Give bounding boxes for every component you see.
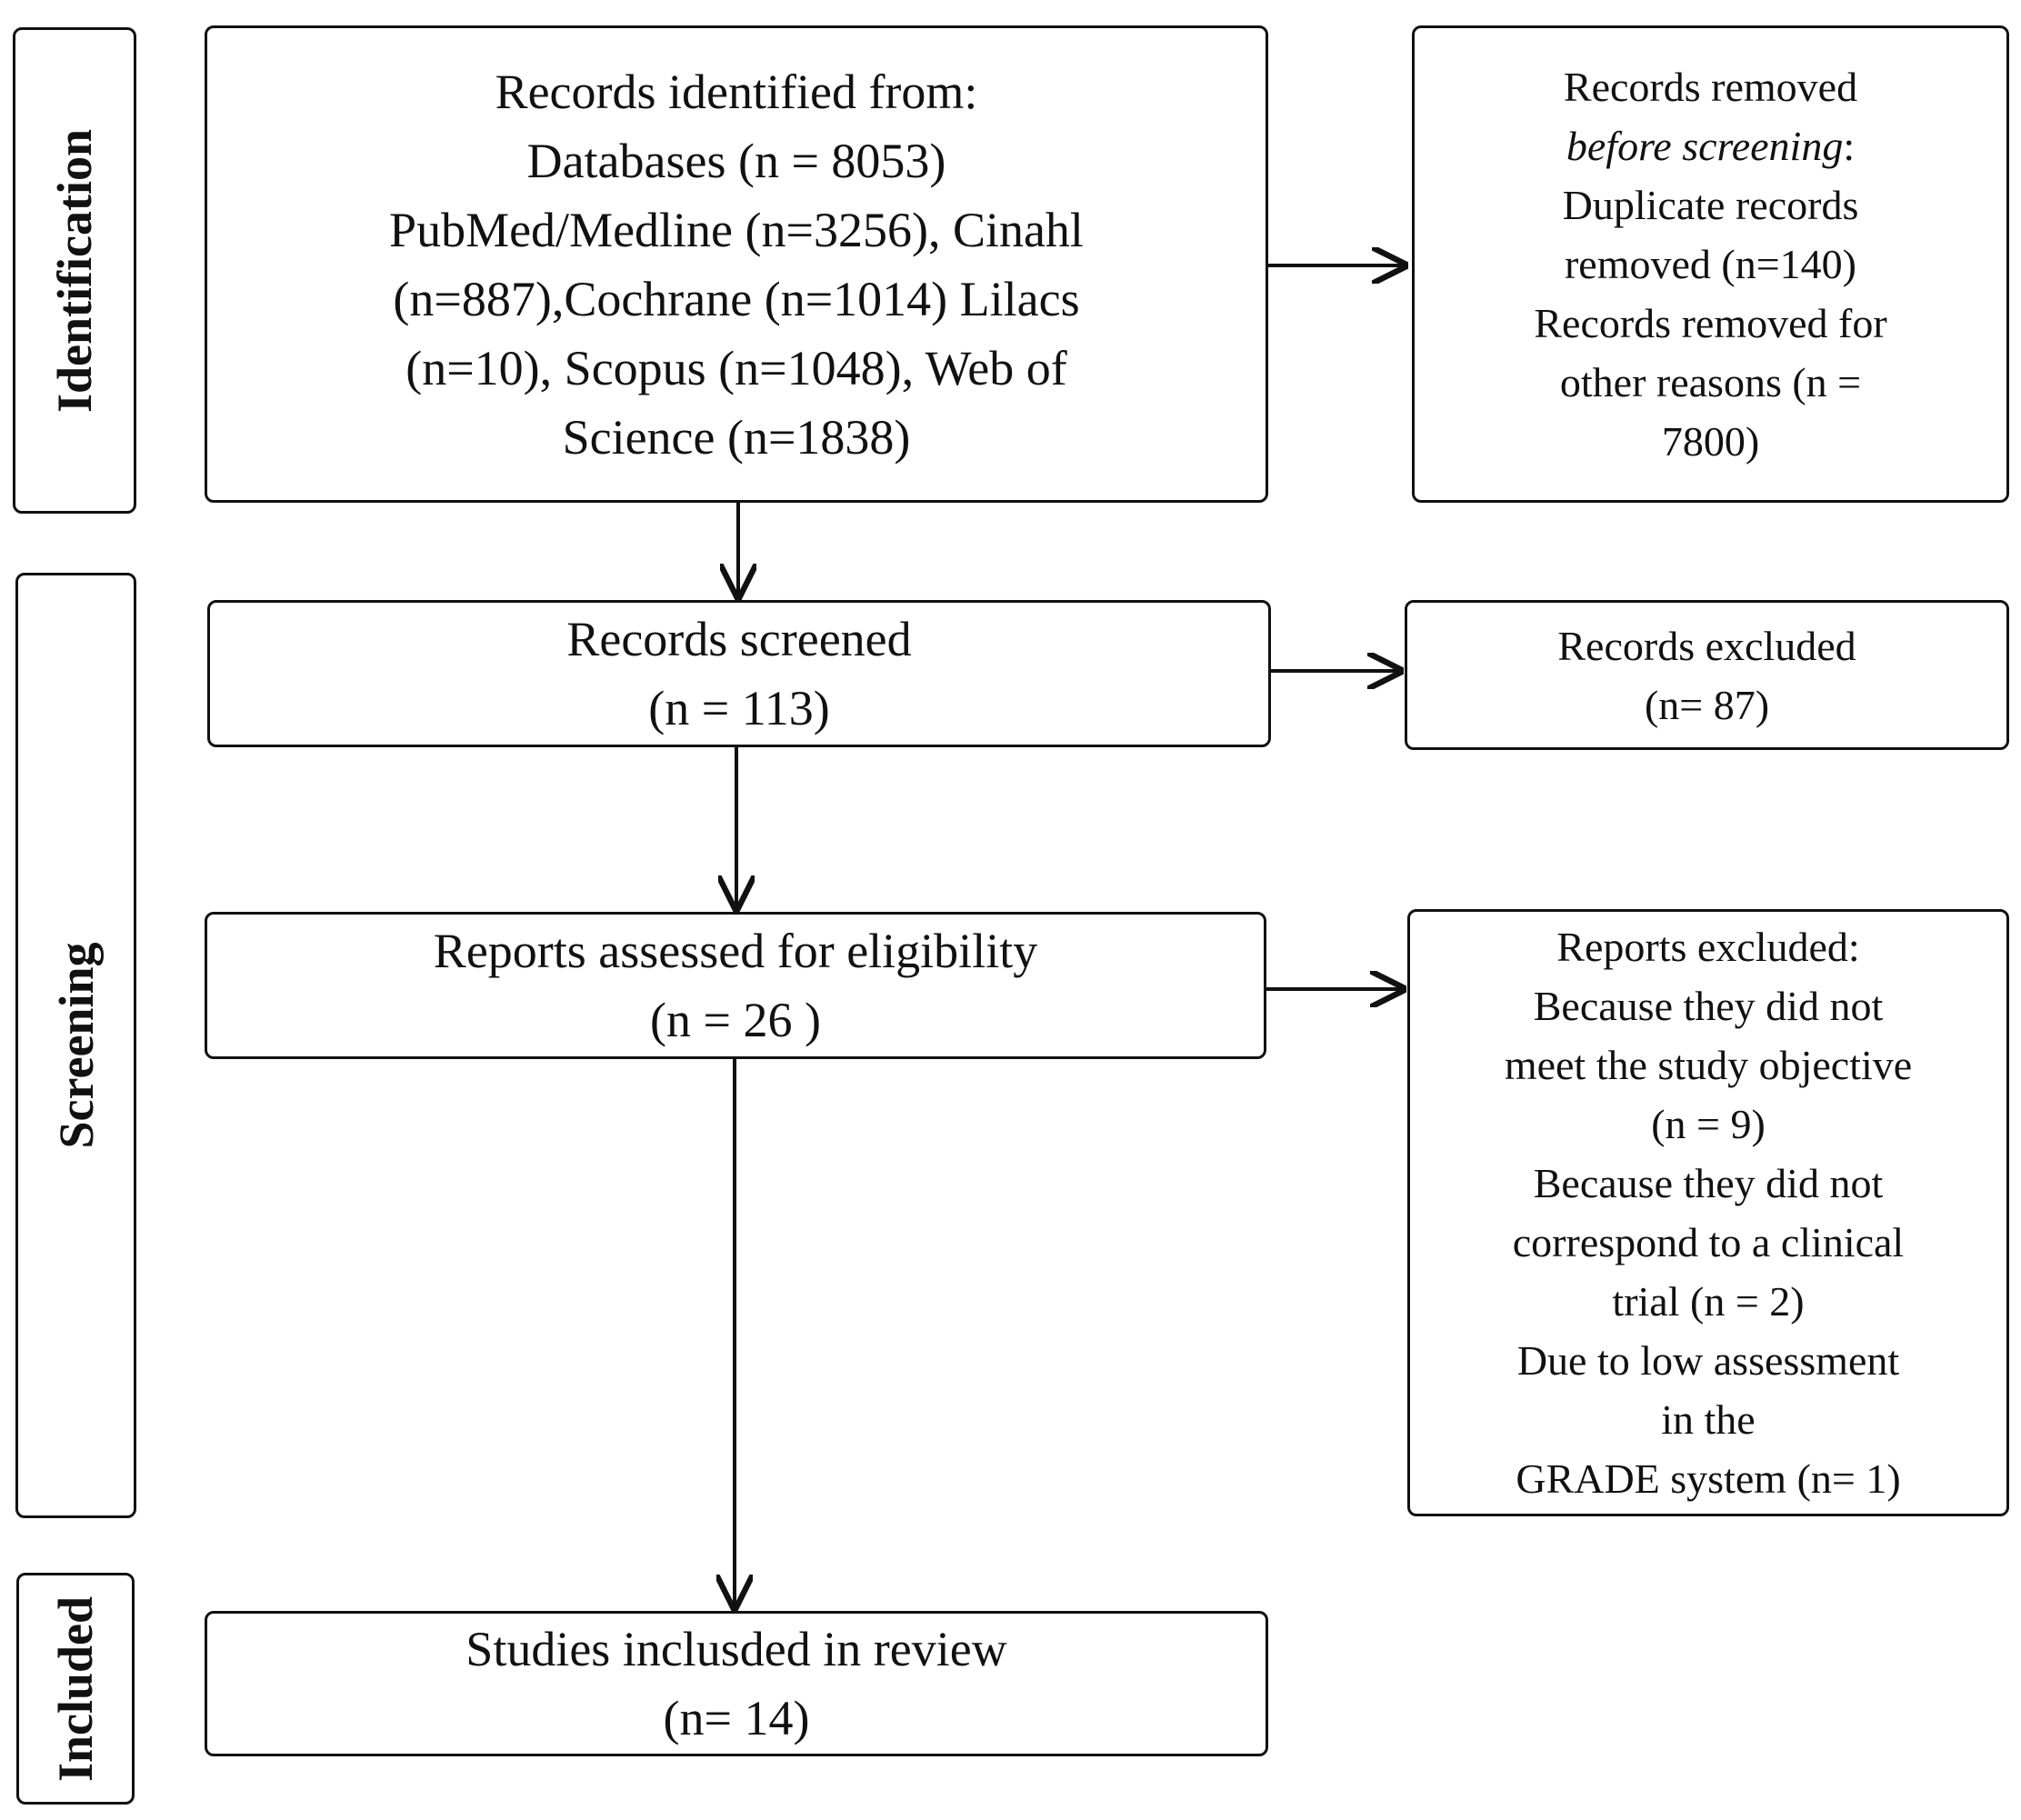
reports-excluded-line-7: trial (n = 2): [1612, 1278, 1805, 1325]
records-excluded-box: Records excluded (n= 87): [1405, 600, 2009, 750]
phase-included: Included: [16, 1573, 135, 1805]
reports-excluded-line-3: meet the study objective: [1504, 1042, 1913, 1088]
records-screened-box: Records screened (n = 113): [207, 600, 1271, 747]
studies-included-box: Studies inclusded in review (n= 14): [205, 1611, 1268, 1756]
included-line-1: Studies inclusded in review: [465, 1622, 1007, 1676]
removed-line-2: before screening:: [1566, 116, 1855, 175]
removed-colon: :: [1843, 123, 1856, 169]
reports-excluded-line-4: (n = 9): [1651, 1101, 1766, 1147]
included-line-2: (n= 14): [663, 1691, 810, 1745]
reports-excluded-line-5: Because they did not: [1533, 1160, 1884, 1206]
identified-line-5: (n=10), Scopus (n=1048), Web of: [405, 340, 1067, 395]
removed-line-4: removed (n=140): [1564, 241, 1856, 287]
identified-line-4: (n=887),Cochrane (n=1014) Lilacs: [393, 271, 1080, 326]
reports-assessed-box: Reports assessed for eligibility (n = 26…: [205, 912, 1266, 1059]
reports-excluded-line-2: Because they did not: [1533, 983, 1884, 1029]
phase-identification: Identification: [13, 27, 136, 514]
removed-line-3: Duplicate records: [1562, 182, 1859, 228]
reports-excluded-line-9: in the: [1661, 1396, 1756, 1443]
identified-line-2: Databases (n = 8053): [526, 133, 946, 188]
excluded-line-2: (n= 87): [1644, 681, 1770, 728]
removed-line-1: Records removed: [1563, 64, 1858, 110]
records-identified-box: Records identified from: Databases (n = …: [205, 25, 1268, 503]
removed-line-5: Records removed for: [1534, 300, 1887, 346]
screened-line-2: (n = 113): [648, 681, 830, 735]
identified-line-6: Science (n=1838): [562, 409, 911, 465]
identified-line-3: PubMed/Medline (n=3256), Cinahl: [389, 202, 1084, 257]
assessed-line-2: (n = 26 ): [650, 993, 821, 1047]
reports-excluded-box: Reports excluded: Because they did not m…: [1407, 909, 2009, 1516]
screened-line-1: Records screened: [566, 612, 912, 666]
removed-italic-text: before screening: [1566, 123, 1844, 169]
identified-line-1: Records identified from:: [495, 64, 978, 119]
excluded-line-1: Records excluded: [1557, 622, 1856, 669]
reports-excluded-line-10: GRADE system (n= 1): [1516, 1455, 1901, 1502]
assessed-line-1: Reports assessed for eligibility: [433, 924, 1038, 978]
records-removed-box: Records removed before screening: Duplic…: [1412, 25, 2009, 503]
phase-screening: Screening: [15, 573, 136, 1518]
removed-line-6: other reasons (n =: [1559, 359, 1862, 405]
reports-excluded-line-8: Due to low assessment: [1516, 1337, 1900, 1384]
reports-excluded-line-6: correspond to a clinical: [1512, 1219, 1905, 1265]
removed-line-7: 7800): [1661, 418, 1760, 465]
reports-excluded-line-1: Reports excluded:: [1556, 924, 1860, 970]
